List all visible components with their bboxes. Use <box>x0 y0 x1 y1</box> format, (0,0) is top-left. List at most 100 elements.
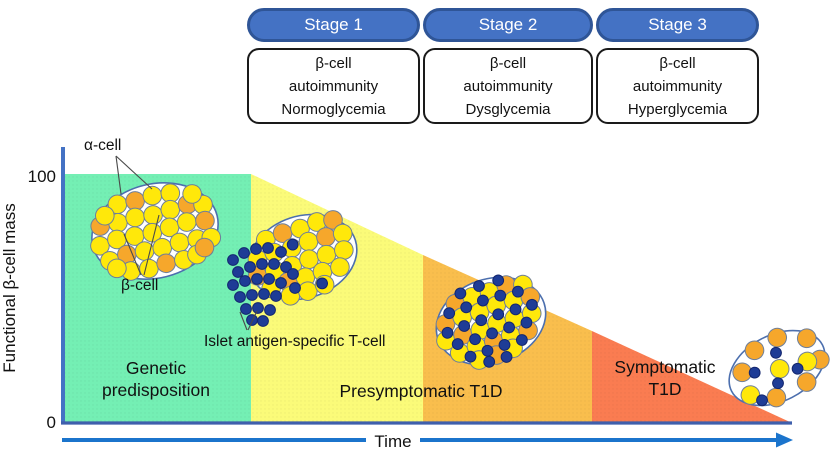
stage3-card-line3: Hyperglycemia <box>627 101 728 118</box>
t-cell <box>454 287 467 300</box>
t-cell <box>270 290 282 302</box>
t-cell <box>287 268 299 280</box>
beta-cell <box>334 240 354 260</box>
stage1-pill: Stage 1 <box>247 8 420 42</box>
stage3-card: β-cell autoimmunity Hyperglycemia <box>596 48 759 124</box>
stage2-card-line3: Dysglycemia <box>465 101 551 118</box>
t-cell <box>515 334 528 346</box>
t-cell <box>246 314 258 326</box>
beta-cell <box>769 359 790 379</box>
t-cell <box>286 238 299 251</box>
t-cell <box>227 279 239 291</box>
beta-cell-leader-line <box>123 233 142 276</box>
t-cell <box>520 316 533 329</box>
t-cell <box>441 326 454 339</box>
t-cell-cluster <box>227 242 301 327</box>
t-cell <box>240 303 252 315</box>
t-cell <box>227 254 239 266</box>
t-cell-leader-line <box>247 310 258 331</box>
t-cell <box>460 301 473 314</box>
beta-cell <box>182 184 202 204</box>
alpha-cell <box>796 328 817 349</box>
t-cell <box>500 350 513 363</box>
t-cell <box>451 338 464 350</box>
genetic-predisposition-label-line1: Genetic <box>126 358 187 378</box>
t-cell <box>486 327 498 340</box>
stage2-card-line2: autoimmunity <box>463 78 553 95</box>
islet-antigen-t-cell-label: Islet antigen-specific T-cell <box>204 333 386 350</box>
t-cell <box>503 321 515 334</box>
stage3-card-line1: β-cell <box>659 55 696 72</box>
stage1-card-line1: β-cell <box>315 55 352 72</box>
t-cell <box>258 288 270 300</box>
alpha-cell <box>767 327 788 348</box>
t-cell <box>483 355 496 368</box>
stage1-card: β-cell autoimmunity Normoglycemia <box>247 48 420 124</box>
time-axis-arrow: Time <box>62 432 793 451</box>
beta-cell <box>107 258 127 279</box>
t-cell <box>264 304 276 316</box>
t-cell <box>526 298 538 311</box>
stage2-card-line1: β-cell <box>489 55 527 72</box>
beta-cell-label: β-cell <box>121 277 158 294</box>
symptomatic-t1d-label-line1: Symptomatic <box>614 357 715 377</box>
alpha-cell <box>766 387 787 408</box>
islet-stage2 <box>435 274 547 370</box>
t-cell <box>756 394 768 407</box>
alpha-cell <box>744 340 765 361</box>
t-cell <box>238 247 250 259</box>
time-arrowhead-icon <box>776 432 793 448</box>
t-cell <box>234 291 246 303</box>
t-cell <box>770 346 782 359</box>
stage1-card-line3: Normoglycemia <box>281 101 386 118</box>
t-cell <box>494 289 507 302</box>
leader-lines <box>115 155 258 331</box>
t-cell <box>275 246 287 258</box>
t-cell <box>473 280 485 292</box>
t-cell <box>458 320 471 332</box>
alpha-cell-leader-line <box>115 155 153 190</box>
t-cell-leader-line <box>239 311 248 331</box>
t-cell <box>252 302 264 314</box>
t-cell <box>256 258 268 270</box>
islet-stage0-healthy <box>90 182 222 281</box>
islet-illustrations <box>90 182 830 408</box>
t-cell <box>262 242 274 254</box>
beta-cell <box>740 385 761 405</box>
t-cell <box>481 344 494 357</box>
stage3-card-line2: autoimmunity <box>632 78 723 95</box>
t-cell <box>316 277 328 290</box>
y-tick-100: 100 <box>28 167 56 186</box>
t-cell <box>748 366 761 379</box>
t-cell <box>509 303 522 316</box>
t-cell <box>268 258 280 270</box>
t-cell <box>263 273 275 285</box>
presymptomatic-t1d-label: Presymptomatic T1D <box>339 381 502 401</box>
stage1-card-line2: autoimmunity <box>288 78 379 95</box>
t-cell <box>275 277 287 289</box>
stage3-pill: Stage 3 <box>596 8 759 42</box>
t-cell <box>476 294 489 307</box>
t-cell <box>289 282 301 294</box>
t-cell <box>512 285 524 298</box>
t-cell <box>498 339 511 351</box>
y-axis-title: Functional β-cell mass <box>0 203 19 372</box>
t-cell <box>464 350 477 363</box>
t-cell <box>232 266 244 278</box>
t-cell <box>251 273 263 285</box>
beta-cell <box>95 205 115 226</box>
t-cell <box>492 274 505 287</box>
stage2-pill: Stage 2 <box>423 8 593 42</box>
islet-stage1 <box>247 210 358 306</box>
alpha-cell <box>194 237 215 258</box>
t-cell <box>250 243 262 255</box>
stage2-card: β-cell autoimmunity Dysglycemia <box>423 48 593 124</box>
t-cell <box>475 314 488 327</box>
stage2-column: Stage 2 β-cell autoimmunity Dysglycemia <box>423 8 593 124</box>
alpha-cell-label: α-cell <box>84 137 121 154</box>
t-cell <box>492 308 505 321</box>
stage1-column: Stage 1 β-cell autoimmunity Normoglycemi… <box>247 8 420 124</box>
t-cell <box>239 275 251 287</box>
